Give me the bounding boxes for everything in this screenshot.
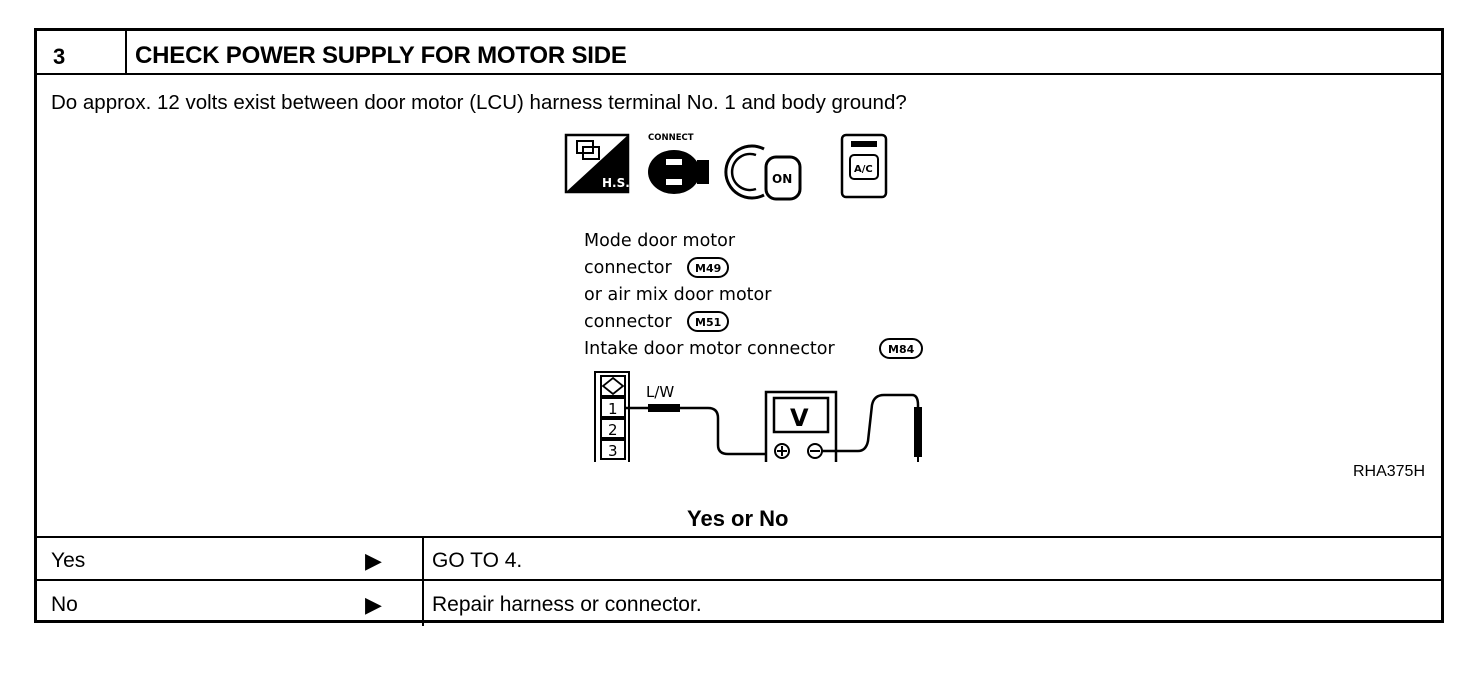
connector-line-4: connector	[584, 312, 672, 332]
step-title: CHECK POWER SUPPLY FOR MOTOR SIDE	[135, 42, 627, 69]
terminal-2: 2	[608, 421, 618, 439]
svg-text:M84: M84	[888, 343, 915, 356]
answer-yes-label: Yes	[51, 549, 86, 572]
ac-label: A/C	[854, 164, 873, 175]
terminal-1: 1	[608, 400, 618, 418]
connector-badge-m51: M51	[687, 311, 729, 332]
answer-no-action: Repair harness or connector.	[432, 593, 702, 616]
connect-label: CONNECT	[648, 133, 694, 143]
diagram-code: RHA375H	[1352, 463, 1425, 480]
meter-label: V	[790, 404, 809, 432]
prompt-separator	[37, 536, 1441, 538]
ignition-key-icon: ON	[724, 144, 802, 201]
harness-side-icon: H.S.	[564, 133, 630, 194]
key-on-label: ON	[772, 172, 792, 186]
arrow-right-icon: ▶	[365, 548, 382, 573]
answer-column-divider	[422, 536, 424, 626]
step-number: 3	[53, 44, 66, 69]
answer-no-label: No	[51, 593, 78, 616]
connector-badge-m49: M49	[687, 257, 729, 278]
ac-switch-icon: A/C	[840, 133, 888, 199]
positive-probe	[648, 404, 680, 412]
svg-text:M49: M49	[695, 262, 721, 275]
connect-icon: CONNECT	[648, 133, 709, 194]
harness-connector: 1 2 3	[594, 371, 630, 462]
arrow-right-icon: ▶	[365, 592, 382, 617]
header-separator	[37, 73, 1441, 75]
question-text: Do approx. 12 volts exist between door m…	[51, 91, 907, 114]
connector-line-5: Intake door motor connector	[584, 339, 836, 359]
answer-prompt: Yes or No	[687, 506, 789, 531]
answer-yes-action: GO TO 4.	[432, 549, 523, 572]
svg-text:M51: M51	[695, 316, 721, 329]
connector-line-2: connector	[584, 258, 672, 278]
hs-label: H.S.	[602, 176, 630, 190]
header-divider	[125, 31, 127, 75]
connector-line-1: Mode door motor	[584, 231, 736, 251]
terminal-3: 3	[608, 442, 618, 460]
inspection-step-table: 3 CHECK POWER SUPPLY FOR MOTOR SIDE Do a…	[34, 28, 1444, 626]
connector-line-3: or air mix door motor	[584, 285, 772, 305]
answer-row-separator	[37, 579, 1441, 581]
negative-probe	[914, 407, 922, 457]
connector-badge-m84: M84	[879, 338, 923, 359]
wiring-diagram: H.S. CONNECT ON A/C Mode door motor conn…	[564, 133, 923, 462]
wire-color-label: L/W	[646, 383, 674, 401]
